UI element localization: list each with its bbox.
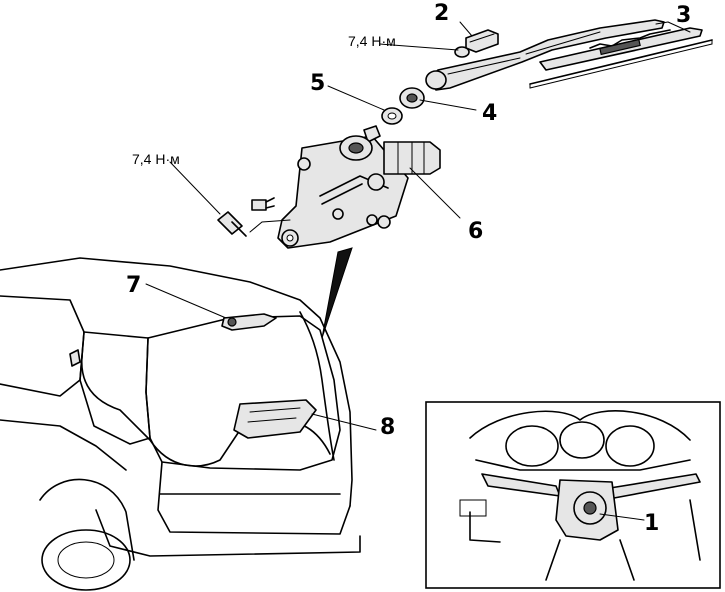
arm-nut — [454, 46, 470, 58]
location-pointer-arrow — [321, 247, 353, 339]
torque-label-motor-bolt: 7,4 Н·м — [132, 151, 180, 167]
vehicle-rear-body — [0, 257, 361, 591]
spindle-washer — [381, 107, 403, 125]
motor-mounting-bolt — [217, 211, 247, 237]
callout-7: 7 — [126, 273, 141, 298]
leader-lines — [145, 21, 691, 521]
motor-wire — [249, 219, 291, 233]
callout-4: 4 — [482, 101, 497, 126]
spindle-nut — [399, 87, 425, 109]
motor-connector — [251, 197, 275, 211]
inset-combination-switch — [425, 401, 721, 589]
callout-3: 3 — [676, 3, 691, 28]
wiper-arm-and-blade — [425, 19, 713, 91]
torque-label-arm-nut: 7,4 Н·м — [348, 33, 396, 49]
callout-2: 2 — [434, 1, 449, 26]
callout-5: 5 — [310, 71, 325, 96]
callout-8: 8 — [380, 415, 395, 440]
arm-cap — [465, 29, 499, 53]
wiper-motor-assembly — [277, 125, 441, 249]
callout-1: 1 — [644, 511, 659, 536]
callout-6: 6 — [468, 219, 483, 244]
